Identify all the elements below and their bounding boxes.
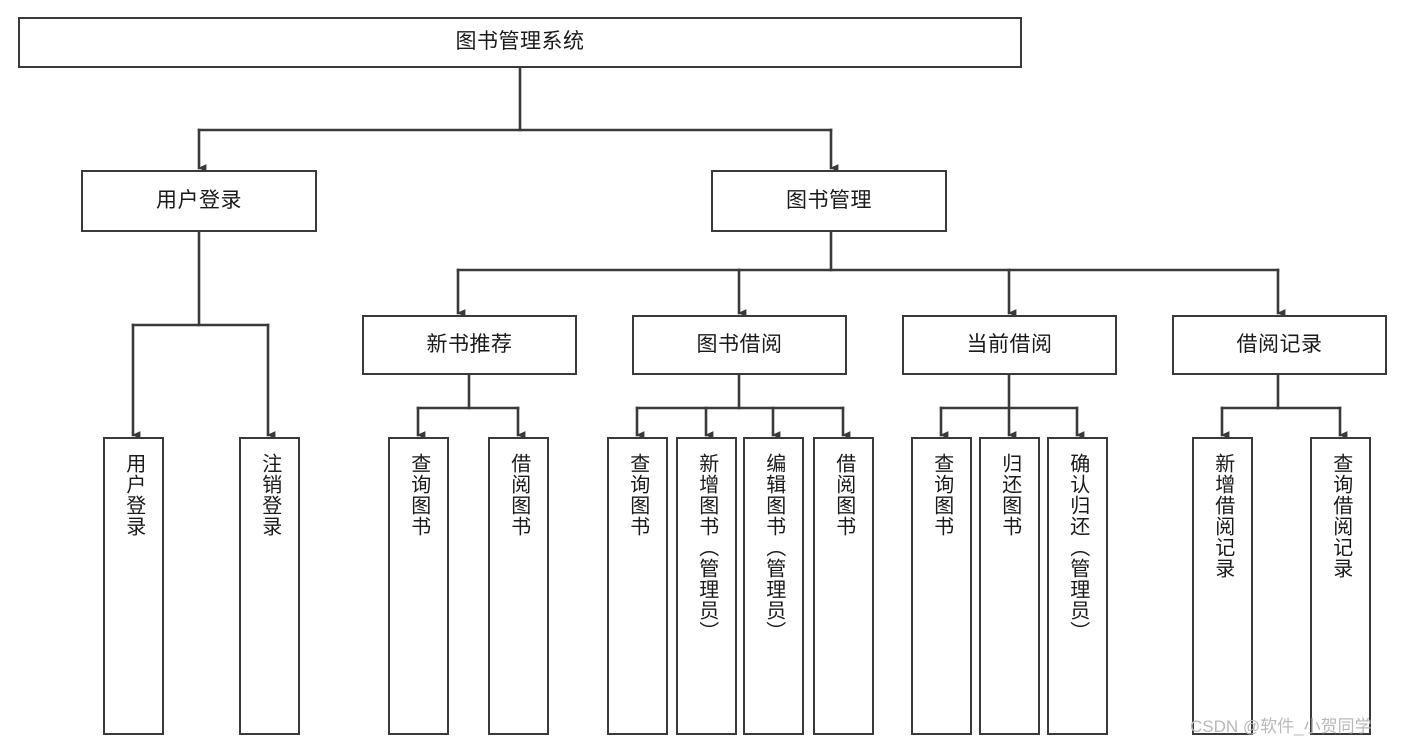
node-leaf-newbook-borrow-book[interactable]: 借阅图书 bbox=[488, 437, 549, 735]
node-leaf-newbook-query-book[interactable]: 查询图书 bbox=[388, 437, 449, 735]
node-new-book-recommend[interactable]: 新书推荐 bbox=[362, 315, 577, 375]
node-leaf-borrow-borrow-book[interactable]: 借阅图书 bbox=[813, 437, 874, 735]
node-leaf-borrow-borrow-book-label: 借阅图书 bbox=[832, 453, 855, 537]
node-leaf-query-borrow-record[interactable]: 查询借阅记录 bbox=[1310, 437, 1371, 735]
node-leaf-borrow-add-book[interactable]: 新增图书（管理员） bbox=[676, 437, 737, 735]
node-leaf-current-return-book[interactable]: 归还图书 bbox=[979, 437, 1040, 735]
node-leaf-borrow-add-book-label: 新增图书（管理员） bbox=[695, 453, 718, 642]
node-leaf-newbook-borrow-book-label: 借阅图书 bbox=[507, 453, 530, 537]
node-leaf-logout[interactable]: 注销登录 bbox=[239, 437, 300, 735]
node-leaf-current-return-book-label: 归还图书 bbox=[998, 453, 1021, 537]
node-book-borrow[interactable]: 图书借阅 bbox=[632, 315, 847, 375]
node-book-borrow-label: 图书借阅 bbox=[696, 332, 783, 356]
node-root-system-label: 图书管理系统 bbox=[455, 30, 585, 54]
node-leaf-user-login-label: 用户登录 bbox=[122, 453, 145, 537]
node-leaf-add-borrow-record-label: 新增借阅记录 bbox=[1211, 453, 1234, 579]
node-leaf-current-query-book-label: 查询图书 bbox=[930, 453, 953, 537]
node-leaf-current-confirm-return-label: 确认归还（管理员） bbox=[1066, 453, 1089, 642]
node-leaf-borrow-edit-book[interactable]: 编辑图书（管理员） bbox=[743, 437, 804, 735]
node-user-login[interactable]: 用户登录 bbox=[81, 170, 317, 232]
node-leaf-current-confirm-return[interactable]: 确认归还（管理员） bbox=[1047, 437, 1108, 735]
csdn-watermark: CSDN @软件_小贺同学 bbox=[1190, 717, 1372, 736]
node-root-system[interactable]: 图书管理系统 bbox=[18, 17, 1022, 68]
node-leaf-current-query-book[interactable]: 查询图书 bbox=[911, 437, 972, 735]
node-leaf-borrow-query-book-label: 查询图书 bbox=[626, 453, 649, 537]
node-new-book-recommend-label: 新书推荐 bbox=[426, 332, 513, 356]
node-leaf-logout-label: 注销登录 bbox=[258, 453, 281, 537]
node-leaf-newbook-query-book-label: 查询图书 bbox=[407, 453, 430, 537]
node-leaf-borrow-query-book[interactable]: 查询图书 bbox=[607, 437, 668, 735]
node-current-borrow-label: 当前借阅 bbox=[966, 332, 1053, 356]
node-current-borrow[interactable]: 当前借阅 bbox=[902, 315, 1117, 375]
node-borrow-records-label: 借阅记录 bbox=[1236, 332, 1323, 356]
node-leaf-add-borrow-record[interactable]: 新增借阅记录 bbox=[1192, 437, 1253, 735]
node-book-management-label: 图书管理 bbox=[786, 188, 872, 212]
node-leaf-user-login[interactable]: 用户登录 bbox=[103, 437, 164, 735]
node-book-management[interactable]: 图书管理 bbox=[711, 170, 947, 232]
node-user-login-label: 用户登录 bbox=[156, 188, 242, 212]
node-borrow-records[interactable]: 借阅记录 bbox=[1172, 315, 1387, 375]
node-leaf-query-borrow-record-label: 查询借阅记录 bbox=[1329, 453, 1352, 579]
node-leaf-borrow-edit-book-label: 编辑图书（管理员） bbox=[762, 453, 785, 642]
